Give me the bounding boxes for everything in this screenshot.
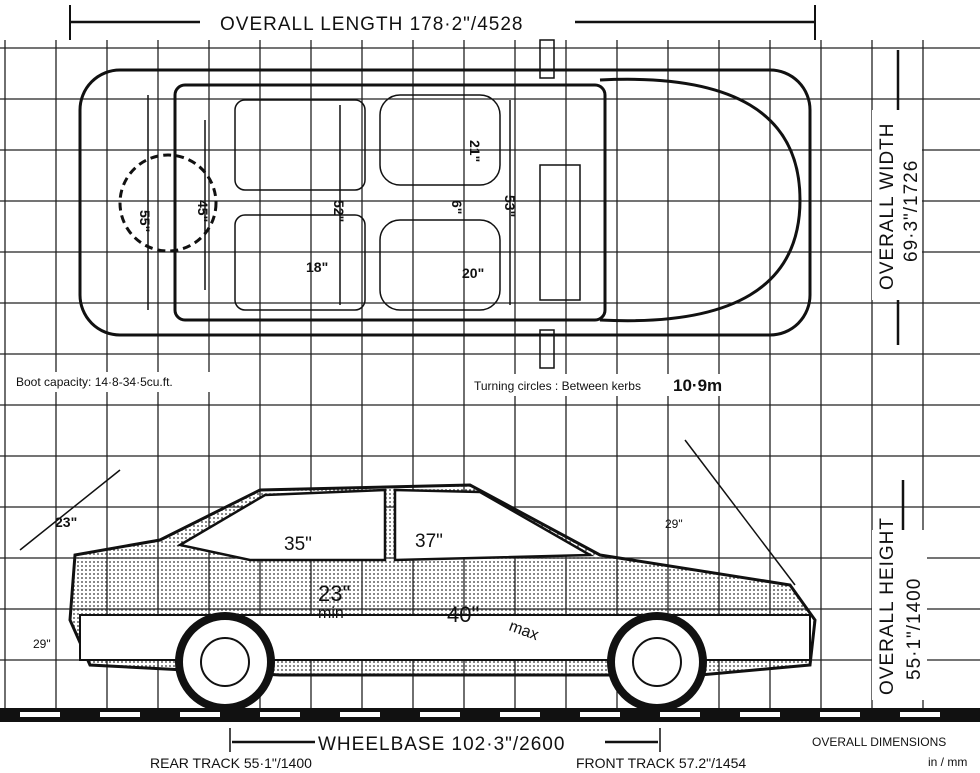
scale-tick <box>420 712 460 717</box>
dim-console: 6" <box>449 200 465 214</box>
scale-tick <box>340 712 380 717</box>
overall-width-dimension: OVERALL WIDTH 69·3"/1726 <box>872 50 922 345</box>
dim-rear-headroom: 35" <box>284 534 312 555</box>
rear-track-label: REAR TRACK 55·1"/1400 <box>150 755 312 771</box>
dim-rear-width: 45" <box>195 200 211 222</box>
scale-tick <box>260 712 300 717</box>
car-plan-view: 55" 45" 52" 21" 6" 53" 18" 20" <box>78 39 812 369</box>
dim-front-width: 53" <box>502 195 518 217</box>
dim-boot-width: 55" <box>137 210 153 232</box>
overall-height-dimension: OVERALL HEIGHT 55·1"/1400 <box>872 480 927 700</box>
scale-tick <box>500 712 540 717</box>
scale-tick <box>740 712 780 717</box>
overall-height-value: 55·1"/1400 <box>904 578 925 680</box>
scale-tick <box>100 712 140 717</box>
turning-circles-value: 10·9m <box>673 376 722 395</box>
dim-bonnet: 29" <box>665 517 683 531</box>
scale-tick <box>820 712 860 717</box>
boot-capacity: Boot capacity: 14·8-34·5cu.ft. <box>16 375 173 389</box>
wheelbase-label: WHEELBASE 102·3"/2600 <box>318 734 565 755</box>
scale-tick <box>20 712 60 717</box>
car-side-view: 23" 35" 37" 23" min 40" max 29" 29" <box>19 439 817 712</box>
ground-scale-ticks <box>20 712 940 717</box>
overall-width-label: OVERALL WIDTH <box>877 123 898 291</box>
overall-width-value: 69·3"/1726 <box>901 160 922 262</box>
dim-front-headroom: 37" <box>415 531 443 552</box>
ground-scale-bar <box>0 708 980 722</box>
dim-front-seat-depth: 21" <box>467 140 483 162</box>
dim-boot-opening: 23" <box>55 514 77 530</box>
turning-circles-label: Turning circles : Between kerbs <box>474 379 641 393</box>
scale-tick <box>900 712 940 717</box>
overall-length-label: OVERALL LENGTH 178·2"/4528 <box>220 14 523 35</box>
dim-front-seat-cushion: 20" <box>462 265 484 281</box>
scale-tick <box>180 712 220 717</box>
dim-rear-seat-width: 52" <box>331 200 347 222</box>
overall-dimensions-note: OVERALL DIMENSIONS <box>812 735 946 749</box>
wheelbase-dimension: WHEELBASE 102·3"/2600 <box>229 728 661 755</box>
dim-rear-seat-cushion: 18" <box>306 259 328 275</box>
overall-height-label: OVERALL HEIGHT <box>877 517 898 695</box>
overall-length-dimension: OVERALL LENGTH 178·2"/4528 <box>69 5 816 40</box>
front-track-label: FRONT TRACK 57.2"/1454 <box>576 755 746 771</box>
dim-rear-legroom: 23" <box>318 581 350 606</box>
dim-sill-height: 29" <box>33 637 51 651</box>
units-note: in / mm <box>928 755 967 769</box>
dim-front-legroom: 40" <box>447 602 479 627</box>
scale-tick <box>580 712 620 717</box>
dim-rear-legroom-note: min <box>318 605 344 622</box>
scale-tick <box>660 712 700 717</box>
